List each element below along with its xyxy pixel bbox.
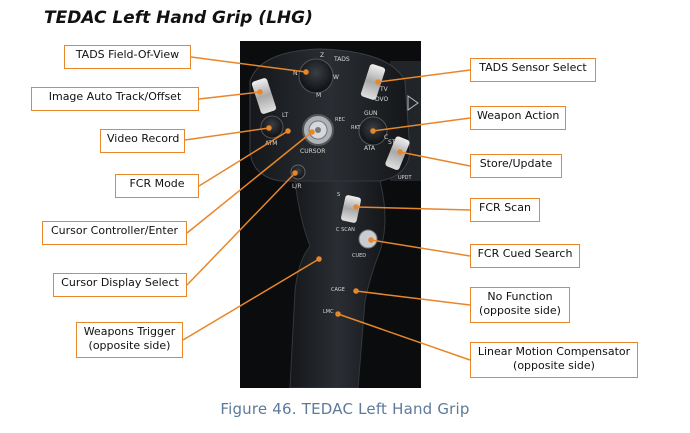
- label-image-auto-track: Image Auto Track/Offset: [31, 87, 199, 111]
- grip-text-cued: CUED: [352, 253, 366, 259]
- label-fcr-mode: FCR Mode: [115, 174, 199, 198]
- grip-text-cage: CAGE: [331, 287, 345, 293]
- fcr-scan-switch-shape: [341, 195, 361, 223]
- grip-text-gun: GUN: [364, 110, 378, 117]
- image-auto-track-switch-shape: [251, 78, 277, 114]
- label-lmc-line2: (opposite side): [513, 359, 595, 372]
- label-weapon-action: Weapon Action: [470, 106, 566, 130]
- label-cursor-display: Cursor Display Select: [53, 273, 187, 297]
- label-cursor-controller: Cursor Controller/Enter: [42, 221, 187, 245]
- label-lmc-line1: Linear Motion Compensator: [477, 345, 631, 358]
- label-fcr-scan: FCR Scan: [470, 198, 540, 222]
- weapon-action-switch-shape: [358, 116, 388, 146]
- label-weapons-trigger-line1: Weapons Trigger: [83, 325, 176, 338]
- video-record-button-shape: [260, 115, 284, 139]
- grip-text-cscan: C SCAN: [336, 227, 355, 233]
- grip-text-rkt: RKT: [351, 125, 361, 131]
- label-lmc: Linear Motion Compensator (opposite side…: [470, 342, 638, 378]
- grip-text-z: Z: [320, 52, 324, 59]
- grip-text-s: S: [337, 192, 340, 198]
- grip-text-atm: ATM: [265, 140, 277, 147]
- label-no-function-line1: No Function: [487, 290, 553, 303]
- label-no-function-line2: (opposite side): [479, 304, 561, 317]
- grip-text-lmc: LMC: [323, 309, 334, 315]
- grip-text-tv: TV: [379, 86, 389, 93]
- grip-illustration: Z TADS N W M LT TV DVO GUN RKT C ATA ATM…: [240, 41, 421, 388]
- label-tads-fov: TADS Field-Of-View: [64, 45, 191, 69]
- label-store-update: Store/Update: [470, 154, 562, 178]
- grip-text-m: M: [316, 92, 321, 99]
- label-tads-sensor: TADS Sensor Select: [470, 58, 596, 82]
- grip-text-rec: REC: [335, 117, 346, 123]
- label-weapons-trigger-line2: (opposite side): [88, 339, 171, 352]
- label-fcr-cued: FCR Cued Search: [470, 244, 580, 268]
- fcr-cued-button-shape: [358, 229, 378, 249]
- diagram-title: TEDAC Left Hand Grip (LHG): [44, 8, 313, 28]
- cursor-display-button-shape: [290, 164, 306, 180]
- grip-text-w: W: [333, 74, 339, 81]
- figure-caption: Figure 46. TEDAC Left Hand Grip: [220, 400, 470, 418]
- grip-text-ata: ATA: [364, 145, 376, 152]
- grip-text-dvo: DVO: [375, 96, 389, 103]
- grip-text-c: C: [384, 134, 388, 141]
- grip-text-lr: L/R: [292, 183, 302, 190]
- grip-text-updt: UPDT: [398, 175, 413, 181]
- grip-text-n: N: [293, 70, 298, 77]
- label-video-record: Video Record: [100, 129, 185, 153]
- grip-text-lt: LT: [282, 112, 289, 119]
- grip-text-stop: STOP: [388, 139, 404, 146]
- label-no-function: No Function (opposite side): [470, 287, 570, 323]
- grip-text-cursor: CURSOR: [300, 148, 325, 155]
- label-weapons-trigger: Weapons Trigger (opposite side): [76, 322, 183, 358]
- tads-fov-switch-shape: [298, 58, 334, 94]
- grip-text-tads: TADS: [333, 56, 350, 63]
